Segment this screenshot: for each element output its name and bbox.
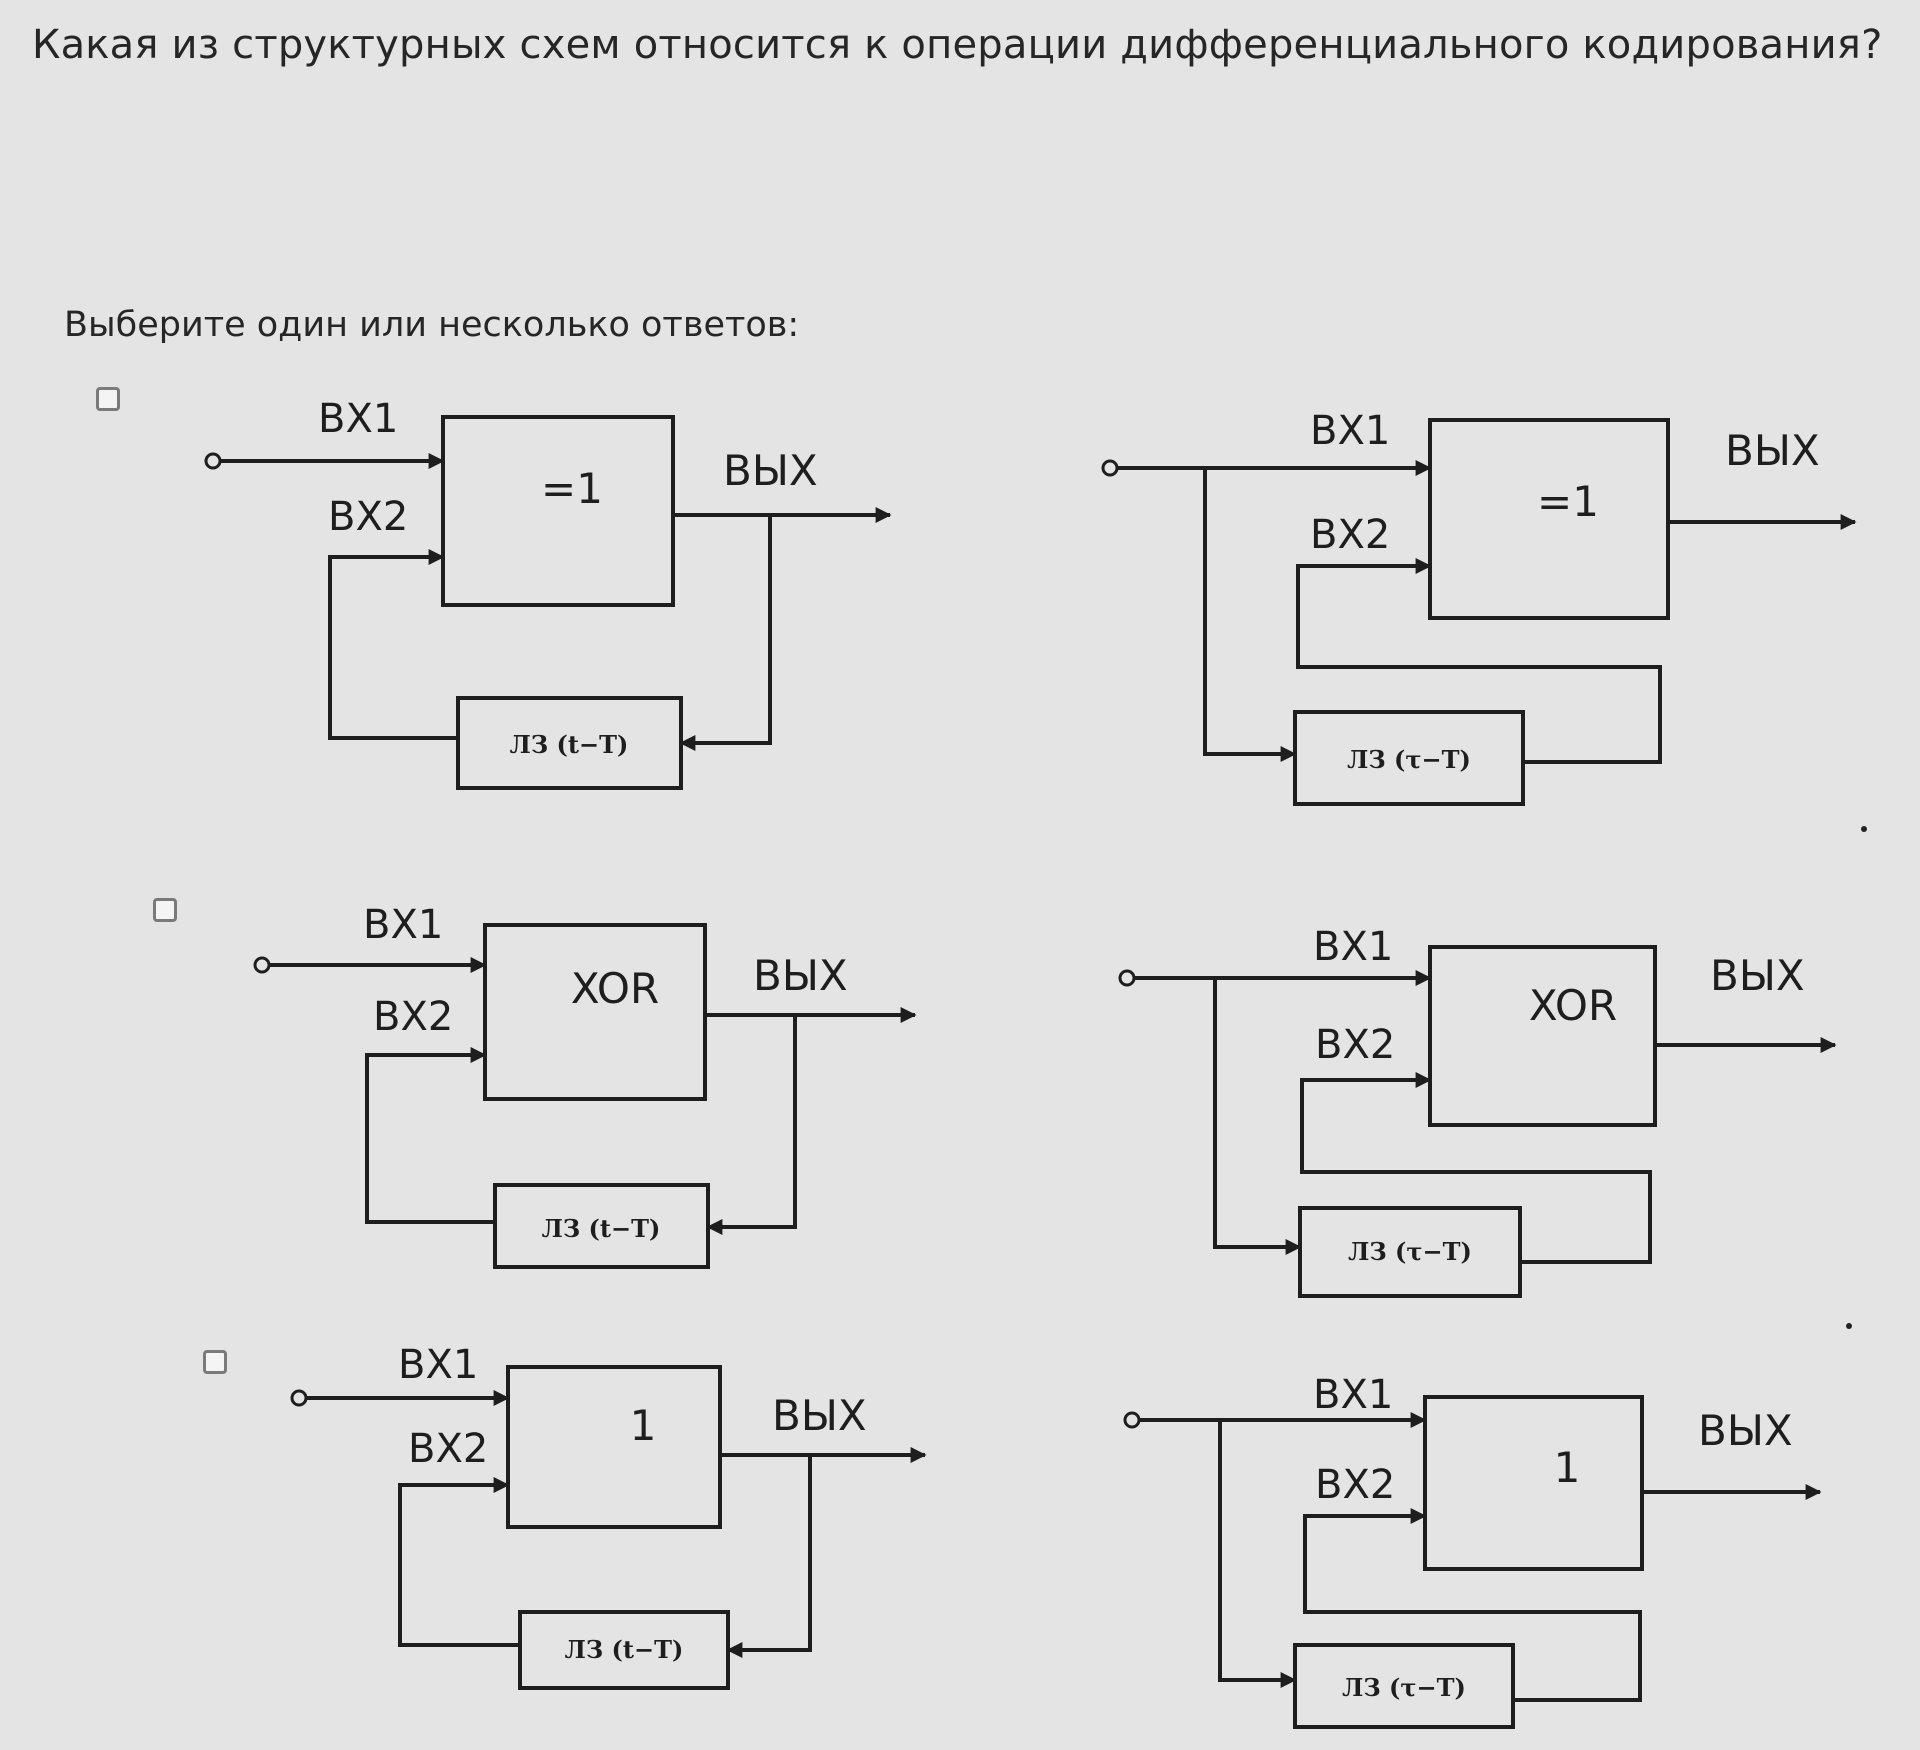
option-1-right-feedback-line <box>1296 558 1662 764</box>
option-2-left-feedback-line <box>365 1047 495 1224</box>
option-2-left-diagram <box>253 923 917 1269</box>
option-1-left-in2-label: ВХ2 <box>328 494 408 540</box>
option-1-right-out-label: ВЫХ <box>1725 426 1820 475</box>
option-2-left-gate-box <box>483 923 707 1101</box>
option-3-left-input-node <box>290 1389 308 1407</box>
option-1-left-delay-label: ЛЗ (t−T) <box>510 730 629 759</box>
option-3-left-out-label: ВЫХ <box>772 1391 867 1440</box>
option-3-left-delay-input-line <box>726 1455 812 1658</box>
option-3-left-in1-label: ВХ1 <box>398 1342 478 1388</box>
option-3-right-out-label: ВЫХ <box>1698 1406 1793 1455</box>
option-2-checkbox[interactable] <box>153 898 177 922</box>
option-1-right-gate-label: =1 <box>1537 477 1599 526</box>
option-1-left-gate-box <box>441 415 675 607</box>
option-2-right-input-branch <box>1213 978 1302 1255</box>
option-1-left-input-node <box>204 452 222 470</box>
option-2-right-delay-label: ЛЗ (τ−T) <box>1348 1237 1472 1266</box>
option-3-left-in2-label: ВХ2 <box>408 1426 488 1472</box>
option-2-left-input-node <box>253 956 271 974</box>
question-text: Какая из структурных схем относится к оп… <box>32 22 1883 68</box>
option-3-right-gate-label: 1 <box>1554 1443 1581 1492</box>
stray-dot <box>1846 1323 1852 1329</box>
option-1-checkbox[interactable] <box>96 387 120 411</box>
option-1-left-delay-input-line <box>679 515 772 751</box>
option-3-right-diagram <box>1123 1395 1822 1729</box>
option-3-right-gate-box <box>1423 1395 1644 1571</box>
option-3-right-in1-label: ВХ1 <box>1313 1372 1393 1418</box>
option-3-left-delay-label: ЛЗ (t−T) <box>565 1635 684 1664</box>
option-3-right-in2-label: ВХ2 <box>1315 1462 1395 1508</box>
option-2-left-out-label: ВЫХ <box>753 951 848 1000</box>
option-2-right-feedback-line <box>1300 1072 1652 1264</box>
answer-prompt: Выберите один или несколько ответов: <box>64 305 800 345</box>
option-1-left-in1-label: ВХ1 <box>318 396 398 442</box>
option-1-left-feedback-line <box>328 549 458 740</box>
option-3-left-diagram <box>290 1365 927 1690</box>
option-2-left-delay-label: ЛЗ (t−T) <box>542 1214 661 1243</box>
option-2-right-diagram <box>1118 945 1837 1298</box>
option-2-left-in2-label: ВХ2 <box>373 994 453 1040</box>
option-3-right-delay-label: ЛЗ (τ−T) <box>1342 1673 1466 1702</box>
option-1-right-in1-label: ВХ1 <box>1310 408 1390 454</box>
option-2-left-in1-label: ВХ1 <box>363 902 443 948</box>
option-1-right-gate-box <box>1428 418 1670 620</box>
option-3-left-gate-box <box>506 1365 722 1529</box>
option-3-left-feedback-line <box>398 1477 520 1647</box>
option-3-right-feedback-line <box>1303 1508 1642 1702</box>
option-1-right-diagram <box>1101 418 1857 806</box>
option-1-left-out-label: ВЫХ <box>723 446 818 495</box>
option-1-right-in2-label: ВХ2 <box>1310 512 1390 558</box>
option-2-right-out-label: ВЫХ <box>1710 951 1805 1000</box>
stray-dot <box>1861 826 1867 832</box>
option-3-right-input-branch <box>1218 1420 1297 1688</box>
option-2-left-delay-input-line <box>706 1015 797 1235</box>
option-2-right-gate-box <box>1428 945 1657 1127</box>
option-3-left-gate-label: 1 <box>630 1401 657 1450</box>
option-3-checkbox[interactable] <box>203 1350 227 1374</box>
option-1-left-diagram <box>204 415 892 790</box>
option-2-right-input-node <box>1118 969 1136 987</box>
option-3-right-input-node <box>1123 1411 1141 1429</box>
option-1-right-input-node <box>1101 459 1119 477</box>
option-1-right-input-branch <box>1203 468 1297 762</box>
option-2-left-gate-label: XOR <box>571 964 659 1013</box>
option-2-right-in1-label: ВХ1 <box>1313 924 1393 970</box>
option-2-right-in2-label: ВХ2 <box>1315 1022 1395 1068</box>
option-2-right-gate-label: XOR <box>1529 981 1617 1030</box>
option-1-right-delay-label: ЛЗ (τ−T) <box>1347 745 1471 774</box>
option-1-left-gate-label: =1 <box>541 464 603 513</box>
